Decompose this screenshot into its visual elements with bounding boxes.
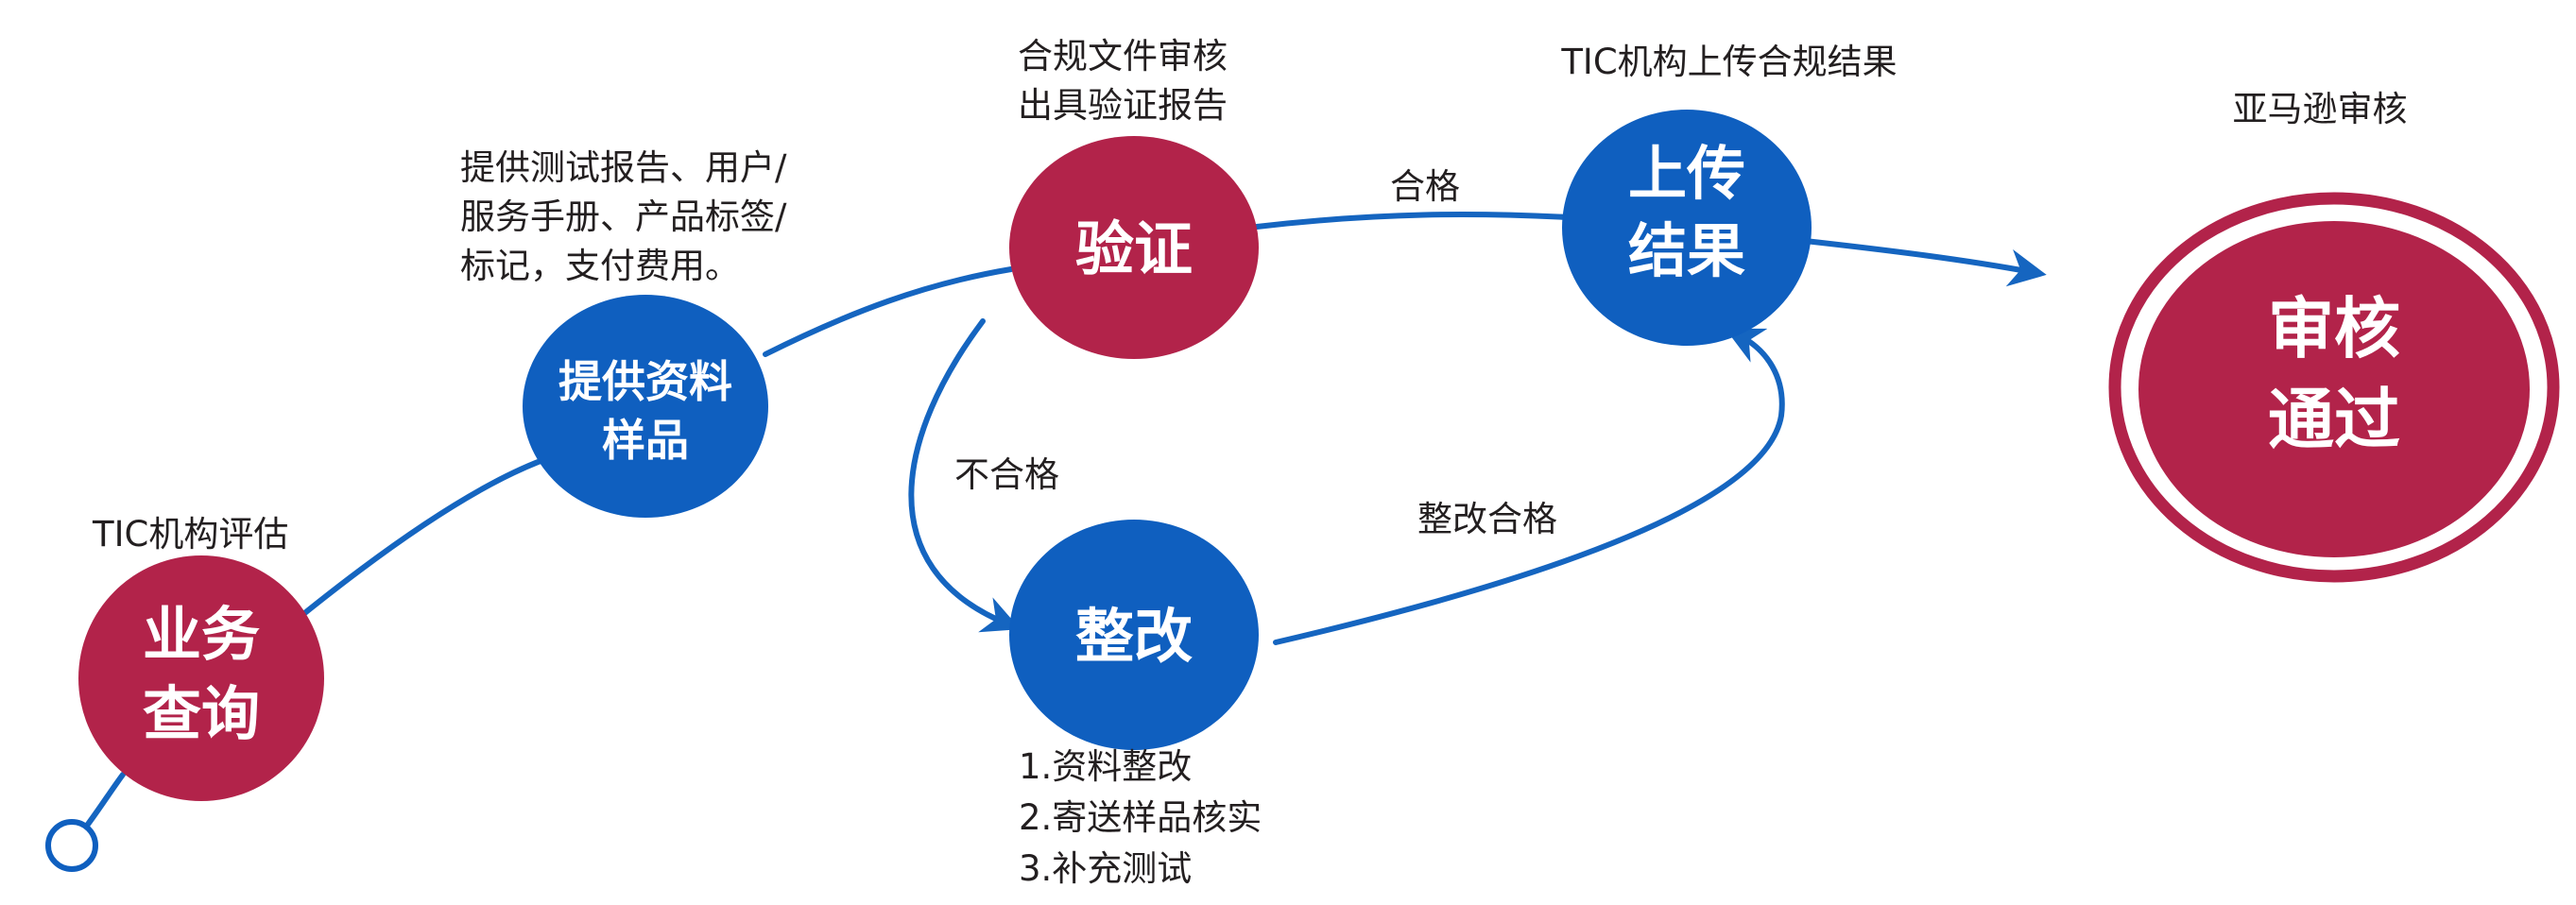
node-rectify-label: 整改 xyxy=(1075,602,1193,671)
edge-label-rectify-pass: 整改合格 xyxy=(1417,499,1557,539)
caption-rectify-line: 1.资料整改 xyxy=(1019,746,1192,787)
node-approved: 审核 通过 xyxy=(2108,192,2560,583)
node-approved-line1: 审核 xyxy=(2268,290,2400,367)
start-circle xyxy=(45,819,98,872)
caption-provide-line: 标记，支付费用。 xyxy=(460,246,740,286)
caption-rectify: 1.资料整改 2.寄送样品核实 3.补充测试 xyxy=(1019,746,1262,889)
edge-upload-to-approved xyxy=(1802,238,2047,287)
caption-upload: TIC机构上传合规结果 xyxy=(1560,42,1897,82)
node-inquiry-line2: 查询 xyxy=(143,679,260,748)
edge-label-fail: 不合格 xyxy=(954,454,1059,495)
caption-provide-line: 服务手册、产品标签/ xyxy=(460,196,787,237)
node-upload: 上传 结果 xyxy=(1562,110,1812,346)
node-approved-line2: 通过 xyxy=(2268,381,2400,458)
node-inquiry-line1: 业务 xyxy=(143,600,260,669)
caption-verify-line: 出具验证报告 xyxy=(1018,85,1228,126)
caption-approved: 亚马逊审核 xyxy=(2233,89,2408,129)
edge-inquiry-to-provide xyxy=(295,455,551,622)
node-upload-line2: 结果 xyxy=(1628,216,1745,285)
node-provide: 提供资料 样品 xyxy=(523,295,768,518)
edge-verify-to-upload xyxy=(1254,212,1571,230)
node-rectify: 整改 xyxy=(1009,520,1259,750)
caption-inquiry: TIC机构评估 xyxy=(92,514,288,555)
node-inquiry: 业务 查询 xyxy=(78,555,324,801)
caption-rectify-line: 2.寄送样品核实 xyxy=(1019,797,1262,838)
node-verify-label: 验证 xyxy=(1075,214,1193,283)
caption-verify: 合规文件审核 出具验证报告 xyxy=(1018,36,1228,126)
caption-verify-line: 合规文件审核 xyxy=(1018,36,1228,77)
node-verify: 验证 xyxy=(1009,136,1259,359)
edge-rectify-to-upload xyxy=(1273,328,1785,645)
edge-verify-to-rectify xyxy=(908,318,1021,633)
edge-label-pass: 合格 xyxy=(1390,166,1460,207)
caption-rectify-line: 3.补充测试 xyxy=(1019,848,1192,889)
node-provide-line1: 提供资料 xyxy=(558,356,732,407)
edge-provide-to-verify xyxy=(763,266,1014,357)
node-provide-line2: 样品 xyxy=(602,415,689,466)
caption-provide: 提供测试报告、用户/ 服务手册、产品标签/ 标记，支付费用。 xyxy=(460,147,787,286)
caption-provide-line: 提供测试报告、用户/ xyxy=(460,147,787,188)
node-upload-line1: 上传 xyxy=(1628,139,1745,208)
